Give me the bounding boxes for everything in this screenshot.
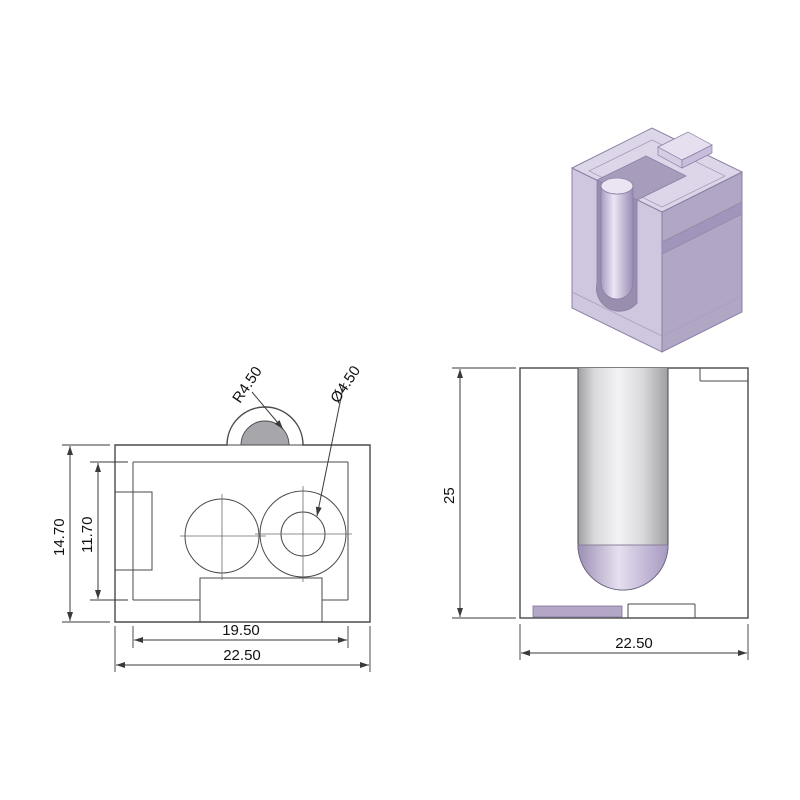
side-view <box>519 367 749 619</box>
front-view-dimensions: 14.70 11.70 19.50 22.50 R4.50 Ø4.50 <box>51 363 371 672</box>
iso-pin-top <box>600 177 634 195</box>
iso-seam-right <box>661 295 743 337</box>
leader-line-fillet-radius <box>251 391 284 430</box>
dim-text-front-overall-width: 22.50 <box>223 647 261 664</box>
dim-text-side-height: 25 <box>441 487 458 504</box>
side-view-dimensions: 25 22.50 <box>441 367 749 660</box>
dim-text-fillet-radius: R4.50 <box>229 364 265 407</box>
side-bottom-pad <box>532 605 623 618</box>
isometric-view <box>570 127 744 353</box>
dim-text-side-width: 22.50 <box>615 635 653 652</box>
leader-line-hole-diameter <box>315 382 345 517</box>
side-pin-dome <box>577 544 669 591</box>
front-bottom-tab <box>199 577 323 623</box>
iso-key-top <box>657 131 713 161</box>
side-bore-fill <box>578 368 668 590</box>
iso-groove-band <box>661 201 743 255</box>
dim-text-front-inner-height: 11.70 <box>79 517 96 553</box>
dim-text-hole-diameter: Ø4.50 <box>327 363 364 406</box>
front-body-outline <box>114 406 371 623</box>
dim-text-front-overall-height: 14.70 <box>51 518 68 556</box>
dim-text-front-inner-width: 19.50 <box>222 622 260 639</box>
front-bore-cap-half-disc <box>240 420 290 446</box>
iso-seam-left <box>571 291 663 337</box>
front-view <box>114 406 371 623</box>
front-left-tab <box>114 491 153 571</box>
iso-pin-cylinder <box>600 185 634 300</box>
